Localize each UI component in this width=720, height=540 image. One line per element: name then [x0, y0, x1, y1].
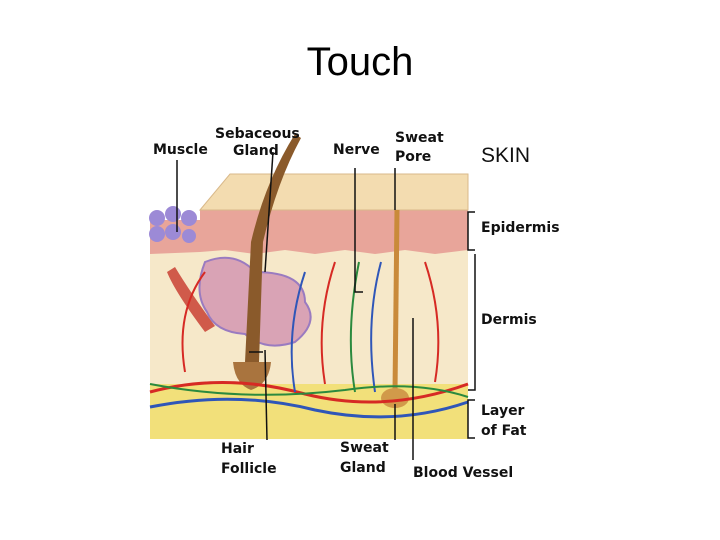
- gland-label: Gland: [233, 143, 279, 159]
- nerve-label: Nerve: [333, 142, 380, 158]
- muscle-label: Muscle: [153, 142, 208, 158]
- blood-vessel-label: Blood Vessel: [413, 465, 513, 481]
- of-fat-label: of Fat: [481, 423, 527, 439]
- fat-cells: [149, 206, 197, 243]
- epidermis-label: Epidermis: [481, 220, 560, 236]
- layer-label: Layer: [481, 403, 525, 419]
- hair-label: Hair: [221, 441, 254, 457]
- sweat-gland-label-1: Sweat: [340, 440, 389, 456]
- sebaceous-label: Sebaceous: [215, 126, 300, 142]
- skin-cross-section: [149, 134, 468, 439]
- fat-layer: [150, 384, 468, 439]
- skin-diagram: Muscle Sebaceous Gland Nerve Sweat Pore …: [145, 122, 577, 482]
- pore-label: Pore: [395, 149, 431, 165]
- sweat-duct: [395, 210, 397, 392]
- skin-heading: SKIN: [481, 144, 530, 167]
- follicle-label: Follicle: [221, 461, 277, 477]
- epidermis-layer: [200, 210, 468, 254]
- dermis-label: Dermis: [481, 312, 537, 328]
- sweat-label: Sweat: [395, 130, 444, 146]
- sweat-gland-label-2: Gland: [340, 460, 386, 476]
- slide-title: Touch: [0, 40, 720, 85]
- skin-surface: [200, 174, 468, 210]
